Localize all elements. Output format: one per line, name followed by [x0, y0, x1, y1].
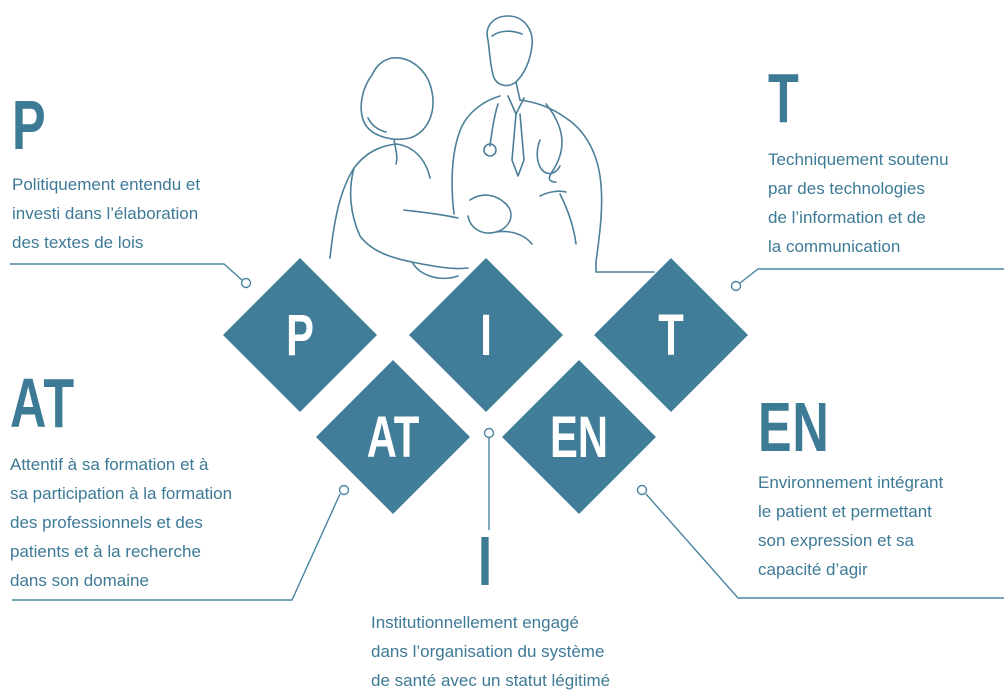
description-t: Techniquement soutenu par des technologi… [768, 150, 949, 256]
description-at: Attentif à sa formation et à sa particip… [10, 455, 233, 590]
diamond-en-label: EN [550, 404, 608, 469]
diamond-p-label: P [286, 302, 314, 367]
diamond-t: T [594, 258, 748, 412]
connector-t-dot [730, 280, 742, 292]
description-i: Institutionnellement engagé dans l’organ… [371, 613, 611, 690]
description-en: Environnement intégrant le patient et pe… [758, 473, 944, 579]
diamond-t-label: T [658, 302, 684, 367]
connector-en-dot [636, 484, 648, 496]
connector-t [739, 268, 1004, 284]
connector-at-dot [338, 484, 350, 496]
heading-at: AT [10, 364, 75, 442]
diamond-i: I [409, 258, 563, 412]
heading-t: T [768, 59, 800, 137]
connector-lines [10, 263, 1004, 601]
diamond-en: EN [502, 360, 656, 514]
heading-p: P [12, 86, 47, 164]
description-p: Politiquement entendu et investi dans l’… [12, 175, 201, 252]
diamond-p: P [223, 258, 377, 412]
diamond-at: AT [316, 360, 470, 514]
connector-at [12, 493, 341, 601]
connector-p [10, 263, 243, 281]
connector-i-dot [483, 427, 495, 439]
diamond-i-label: I [480, 302, 492, 367]
connector-p-dot [240, 277, 252, 289]
diamond-at-label: AT [367, 404, 420, 469]
connector-en [645, 493, 1004, 599]
doctor-patient-illustration [329, 15, 655, 280]
heading-i: I [478, 522, 493, 600]
heading-en: EN [758, 388, 830, 466]
